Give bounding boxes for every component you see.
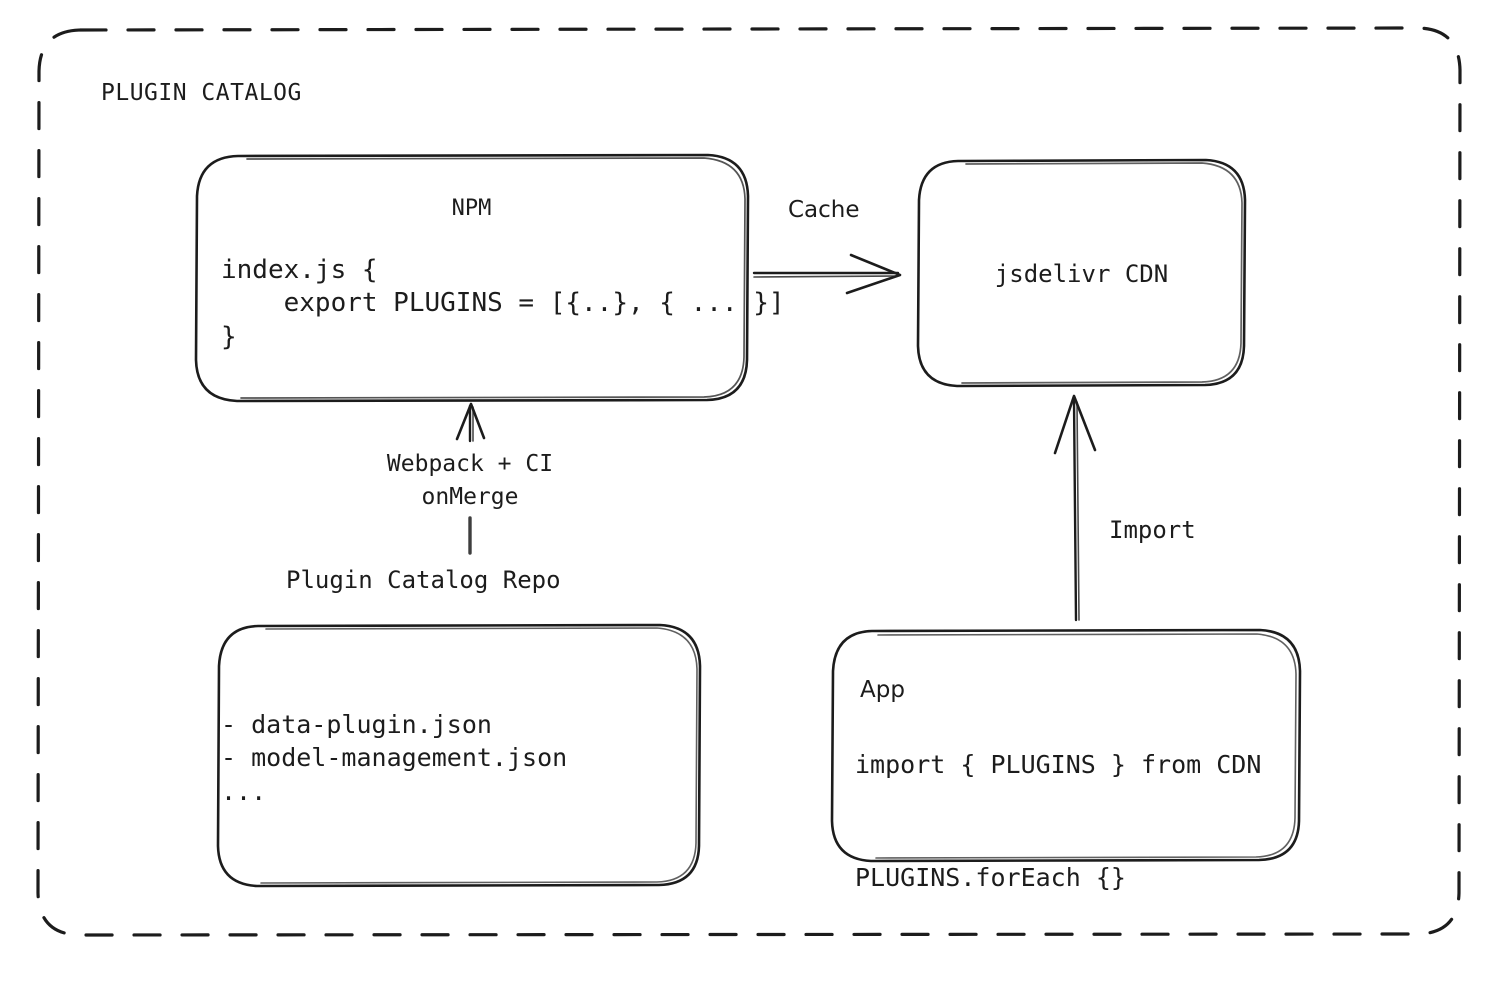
cdn-node-title: jsdelivr CDN — [994, 260, 1169, 288]
repo-node-label: Plugin Catalog Repo — [286, 566, 561, 594]
npm-node-title: NPM — [451, 196, 492, 221]
build-edge-label: Webpack + CI onMerge — [386, 451, 554, 510]
npm-node-code: index.js { export PLUGINS = [{..}, { ...… — [221, 255, 785, 352]
cache-edge-label: Cache — [788, 197, 860, 223]
repo-node-file-list: - data-plugin.json - model-management.js… — [221, 710, 568, 806]
import-arrow — [1053, 394, 1097, 622]
app-node-title: App — [860, 677, 905, 703]
plugin-catalog-title: PLUGIN CATALOG — [101, 80, 302, 106]
import-edge-label: Import — [1109, 516, 1196, 544]
app-node-code: import { PLUGINS } from CDN PLUGINS.forE… — [855, 750, 1262, 892]
